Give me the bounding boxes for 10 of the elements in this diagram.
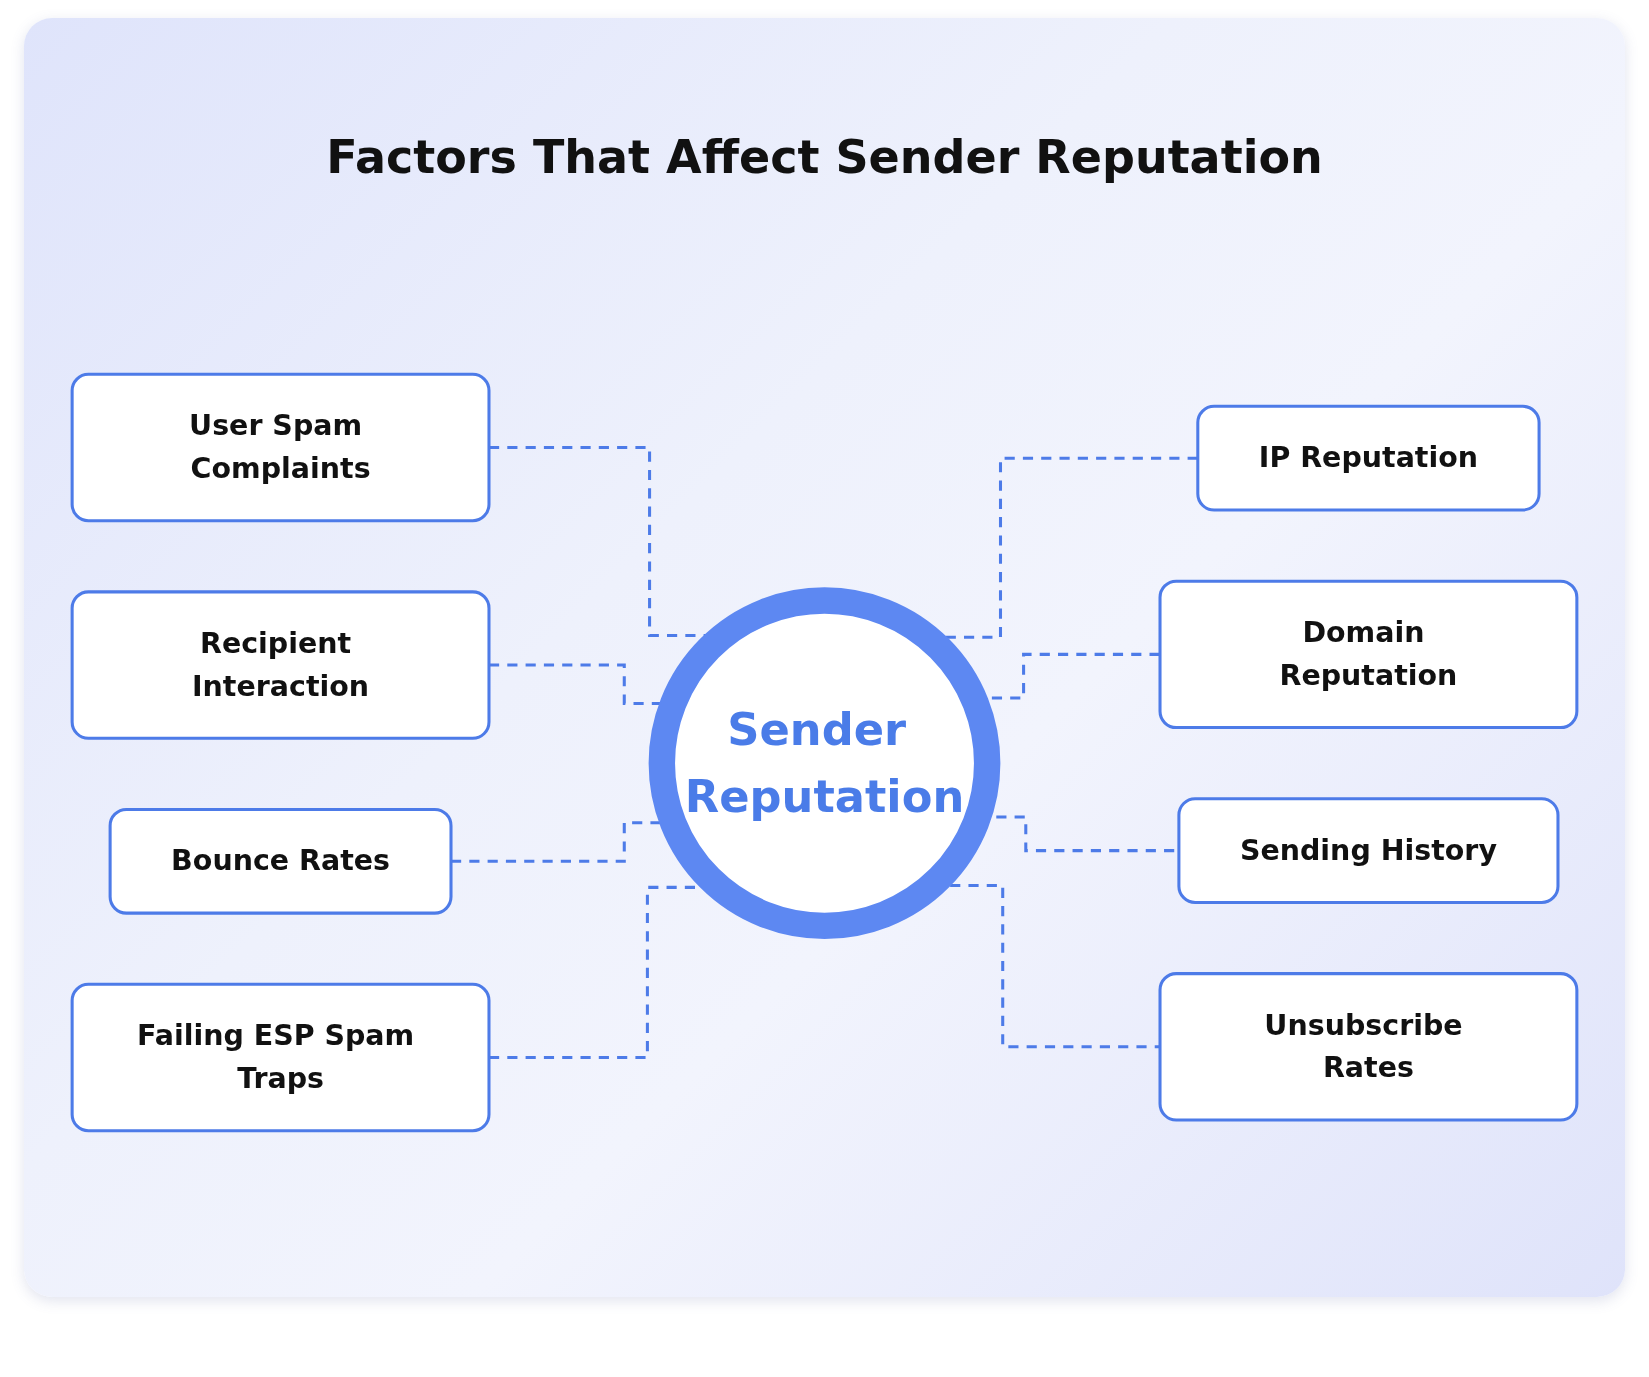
title: Factors That Affect Sender Reputation [325, 130, 1324, 184]
node-circle: Sender Reputation [648, 587, 1001, 940]
node-box: Sending History [1177, 797, 1560, 904]
node-box: Bounce Rates [108, 807, 453, 915]
node-box: User Spam Complaints [70, 372, 491, 523]
node-box: Recipient Interaction [70, 590, 491, 740]
node-box: Domain Reputation [1158, 579, 1579, 730]
node-box: Failing ESP Spam Traps [70, 982, 491, 1133]
node-box: Unsubscribe Rates [1158, 972, 1579, 1122]
node-box: IP Reputation [1196, 404, 1541, 512]
